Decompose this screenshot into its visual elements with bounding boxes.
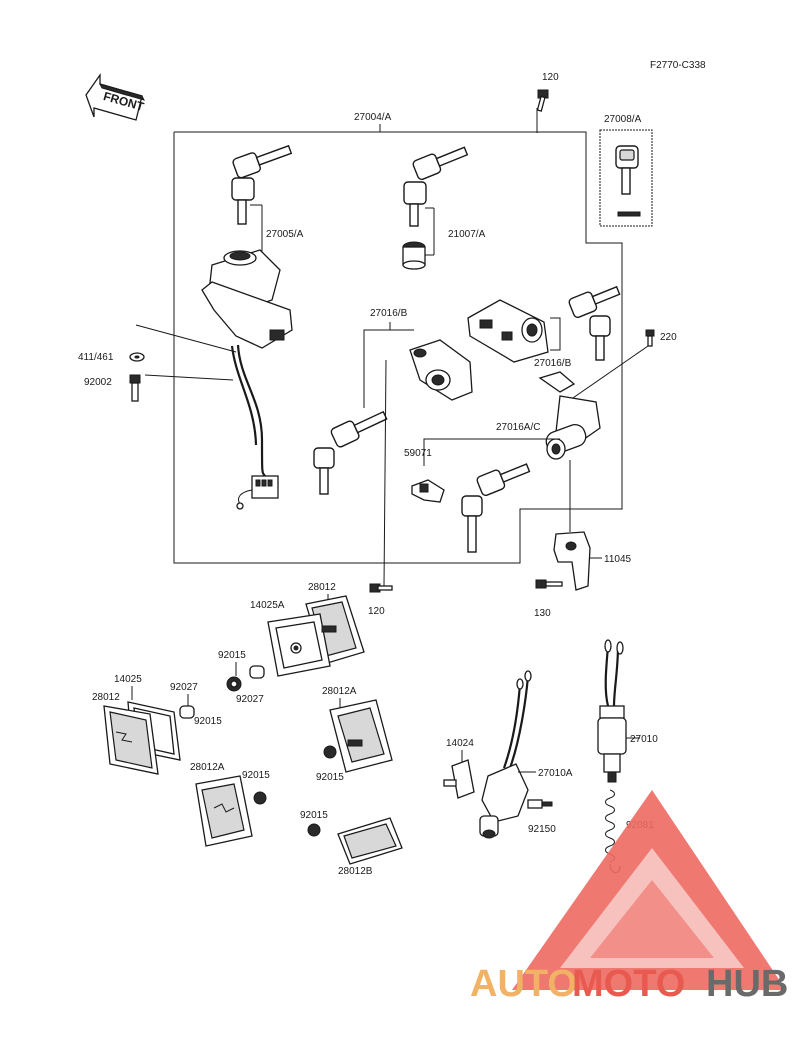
label-28012-left: 28012 <box>92 692 120 703</box>
label-120-top: 120 <box>542 72 559 83</box>
nut-92015-a <box>226 676 242 692</box>
bolt-92002 <box>129 374 141 402</box>
watermark-logo <box>512 790 786 990</box>
ignition-switch <box>201 249 293 510</box>
keys-27016b-right <box>568 285 621 361</box>
assembly-bracket-27004 <box>173 131 623 564</box>
keys-27016b-left <box>313 410 388 495</box>
helmet-lock-27016b <box>467 299 549 363</box>
label-27010: 27010 <box>630 734 658 745</box>
switch-27010 <box>597 639 627 783</box>
label-27008: 27008/A <box>604 114 642 125</box>
label-120-bottom: 120 <box>368 606 385 617</box>
lock-cylinder-27016ac <box>538 371 601 460</box>
label-92015-a: 92015 <box>218 650 246 661</box>
label-59071: 59071 <box>404 448 432 459</box>
label-27016b-right: 27016/B <box>534 358 572 369</box>
watermark-moto: MOTO <box>572 963 685 1005</box>
keys-21007 <box>402 146 469 270</box>
switch-27010a <box>479 670 532 839</box>
label-14025: 14025 <box>114 674 142 685</box>
screw-220 <box>645 329 655 347</box>
front-arrow-icon: FRONT <box>85 72 146 121</box>
bolt-130 <box>535 579 563 589</box>
lens-28012b <box>337 817 403 865</box>
label-28012b: 28012B <box>338 866 373 877</box>
bolt-92150 <box>527 799 553 809</box>
bolt-120-top <box>536 89 549 133</box>
label-92015-b: 92015 <box>194 716 222 727</box>
label-27004: 27004/A <box>354 112 392 123</box>
label-92015-e: 92015 <box>300 810 328 821</box>
keys-27016ac <box>461 463 531 553</box>
label-27016ac: 27016A/C <box>496 422 540 433</box>
nut-92015-c <box>323 745 337 759</box>
label-92027-b: 92027 <box>170 682 198 693</box>
spacer-92027-a <box>249 665 265 679</box>
spacer-92027-b <box>179 705 195 719</box>
label-92027-a: 92027 <box>236 694 264 705</box>
label-27016b-top: 27016/B <box>370 308 408 319</box>
label-27010a: 27010A <box>538 768 573 779</box>
label-92015-c: 92015 <box>316 772 344 783</box>
housing-14025a <box>267 613 337 677</box>
label-220: 220 <box>660 332 677 343</box>
label-21007: 21007/A <box>448 229 486 240</box>
label-28012-top: 28012 <box>308 582 336 593</box>
key-tag-27008 <box>599 129 653 227</box>
bracket-14024 <box>443 759 475 799</box>
label-92150: 92150 <box>528 824 556 835</box>
label-28012a-bottom: 28012A <box>190 762 225 773</box>
label-27005: 27005/A <box>266 229 304 240</box>
keys-27005 <box>231 144 293 225</box>
washer-411 <box>129 352 145 362</box>
diagram-code: F2770-C338 <box>650 60 706 71</box>
label-11045: 11045 <box>604 554 632 565</box>
label-411: 411/461 <box>78 352 114 363</box>
nut-92015-e <box>307 823 321 837</box>
nut-92015-d <box>253 791 267 805</box>
label-14024: 14024 <box>446 738 474 749</box>
label-14025a: 14025A <box>250 600 285 611</box>
watermark-hub: HUB <box>706 963 788 1005</box>
clip-59071 <box>411 479 445 503</box>
watermark-auto: AUTO <box>470 963 577 1005</box>
lens-28012a-bottom <box>195 775 253 847</box>
lens-28012a-top <box>329 699 393 773</box>
watermark-text: AUTO MOTO HUB <box>470 963 788 1005</box>
label-130: 130 <box>534 608 551 619</box>
label-92015-d: 92015 <box>242 770 270 781</box>
lens-28012-left <box>103 705 159 775</box>
label-92002: 92002 <box>84 377 112 388</box>
label-28012a-top: 28012A <box>322 686 357 697</box>
seat-lock-27016b <box>409 339 473 401</box>
bracket-11045 <box>553 531 591 591</box>
bolt-120-bottom <box>369 583 393 593</box>
